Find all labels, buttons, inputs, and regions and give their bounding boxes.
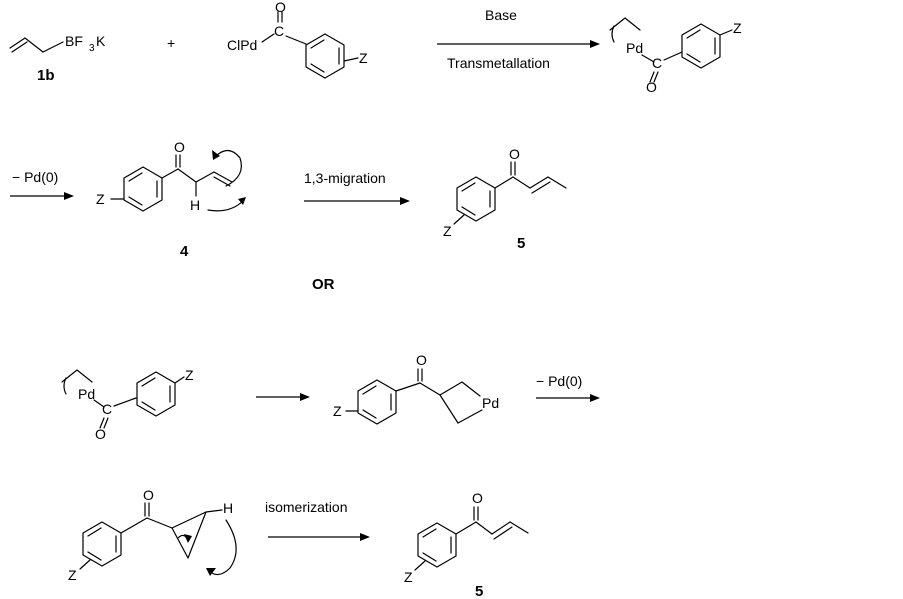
enone5-top-z-substituent: Z (443, 223, 452, 239)
carbonyl-oxygen: O (275, 0, 286, 15)
allyl-acyl-pd-complex-2: Pd C O Z (61, 367, 194, 442)
minus-pd0-label-bottom: − Pd(0) (536, 373, 582, 389)
complex2-carbonyl-oxygen: O (95, 426, 106, 442)
complex-carbonyl-carbon: C (652, 55, 662, 71)
arrow-cyclization (256, 393, 310, 401)
acyl-palladium-chloride: ClPd C O Z (227, 0, 368, 79)
isomerization-label: isomerization (265, 499, 347, 515)
arrow-13-migration: 1,3-migration (304, 170, 410, 205)
plus-sign: + (167, 35, 175, 51)
ketone4-oxygen: O (174, 139, 185, 155)
ketone-4: Z O H 4 (96, 139, 246, 260)
compound-label-1b: 1b (37, 67, 55, 84)
palladacycle-pd: Pd (482, 395, 499, 411)
or-text: OR (312, 276, 335, 293)
complex-z-substituent: Z (733, 20, 742, 36)
compound-label-5-bottom: 5 (475, 583, 483, 599)
compound-label-4: 4 (180, 243, 189, 260)
bf3-subscript: 3 (89, 43, 95, 54)
complex2-carbonyl-carbon: C (102, 401, 112, 417)
palladacycle-z-substituent: Z (333, 403, 342, 419)
cyclopropyl-z-substituent: Z (68, 567, 77, 583)
ketone4-hydrogen: H (190, 197, 200, 213)
cyclopropyl-oxygen: O (143, 487, 154, 503)
minus-pd0-label-top: − Pd(0) (12, 169, 58, 185)
cyclopropyl-hydrogen: H (223, 500, 233, 516)
cyclopropyl-ketone: O H Z (68, 487, 237, 583)
palladacycle-oxygen: O (416, 352, 427, 368)
enone5-bottom-z-substituent: Z (404, 569, 413, 585)
enone-5-top: O Z 5 (443, 146, 567, 252)
migration-label: 1,3-migration (304, 170, 386, 186)
allyl-trifluoroborate: BF 3 K 1b (9, 33, 106, 84)
clpd-label: ClPd (227, 37, 257, 53)
pd-label-2: Pd (78, 386, 95, 402)
bf3-group: BF (65, 33, 83, 49)
z-substituent: Z (359, 50, 368, 66)
enone5-bottom-oxygen: O (472, 490, 483, 506)
potassium-label: K (96, 33, 106, 49)
enone-5-bottom: O Z 5 (404, 490, 529, 599)
carbonyl-carbon: C (274, 23, 284, 39)
arrow-transmetallation: Base Transmetallation (437, 7, 600, 71)
complex2-z-substituent: Z (185, 367, 194, 383)
arrow-isomerization: isomerization (265, 499, 370, 541)
ketone4-z-substituent: Z (96, 191, 105, 207)
base-label: Base (485, 7, 517, 23)
transmetallation-label: Transmetallation (447, 55, 550, 71)
allyl-acyl-pd-complex: Pd C O Z (609, 17, 742, 95)
arrow-pd-elimination-top: − Pd(0) (10, 169, 74, 200)
complex-carbonyl-oxygen: O (646, 79, 657, 95)
pd-label: Pd (626, 40, 643, 56)
compound-label-5-top: 5 (517, 235, 525, 252)
palladacyclobutane: Z O Pd (333, 352, 499, 425)
arrow-pd-elimination-bottom: − Pd(0) (536, 373, 600, 402)
enone5-top-oxygen: O (509, 146, 520, 162)
